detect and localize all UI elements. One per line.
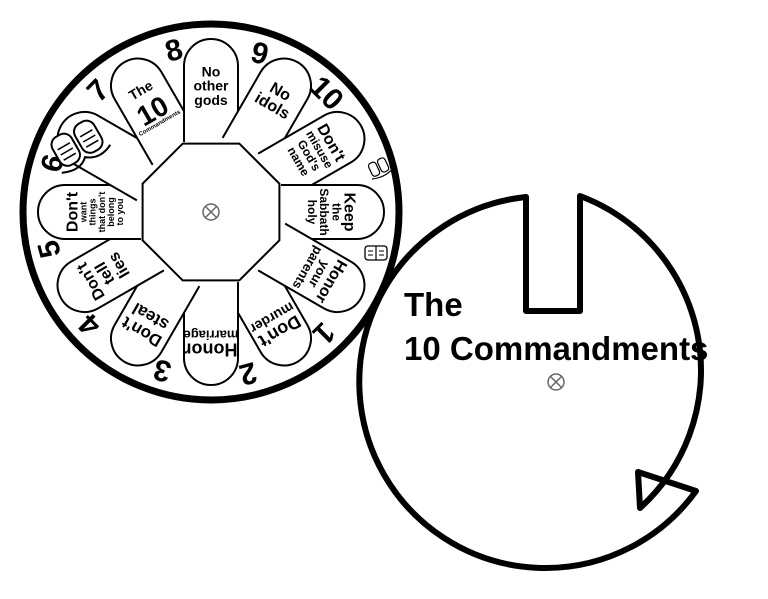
wheel-tab-shape — [221, 57, 312, 166]
wheel-tab-text: Keep — [341, 192, 358, 231]
wheel-tab-text: belong — [106, 197, 116, 227]
wheel-tab-text: to you — [115, 199, 125, 226]
cover-title-line1: The — [404, 286, 463, 323]
wheel-tab-shape — [110, 57, 201, 166]
wheel-tab-text: that don't — [97, 192, 107, 233]
wheel-tab-text: want — [79, 202, 89, 224]
wheel-pivot-icon[interactable] — [202, 203, 220, 221]
wheel-tab-shape — [257, 111, 366, 202]
tablets-icon-small — [367, 157, 393, 180]
cover-pivot-icon[interactable] — [547, 373, 565, 391]
wheel-tab-shape — [257, 222, 366, 313]
wheel-tab-shape — [183, 38, 239, 142]
wheel-tab-shape — [37, 184, 141, 240]
wheel-tab-shape — [183, 282, 239, 386]
wheel-tab-text: holy — [305, 200, 319, 225]
cover-title-line2: 10 Commandments — [404, 330, 708, 367]
wheel-tab-text: marriage — [184, 327, 239, 342]
wheel-tab-shape — [281, 184, 385, 240]
wheel-tab-text: Sabbath — [317, 188, 331, 235]
wheel-tab-text: Don't — [64, 191, 81, 232]
wheel-tab-text: things — [88, 199, 98, 226]
wheel-tab-text: gods — [194, 92, 228, 108]
wheel-tab-text: the — [329, 203, 343, 221]
wheel-tab-shape — [56, 222, 165, 313]
wheel-tab-shape — [110, 258, 201, 367]
wheel-tab-shape — [221, 258, 312, 367]
tablets-icon — [50, 119, 112, 174]
wheel-tab-text: Honor — [185, 340, 238, 360]
wheel-tab-text: No — [202, 63, 221, 79]
tablets-icon-small — [364, 245, 388, 261]
wheel-tab-text: other — [194, 78, 230, 94]
cover-disc[interactable]: The 10 Commandments — [356, 193, 708, 571]
cover-disc-outline — [356, 193, 704, 571]
